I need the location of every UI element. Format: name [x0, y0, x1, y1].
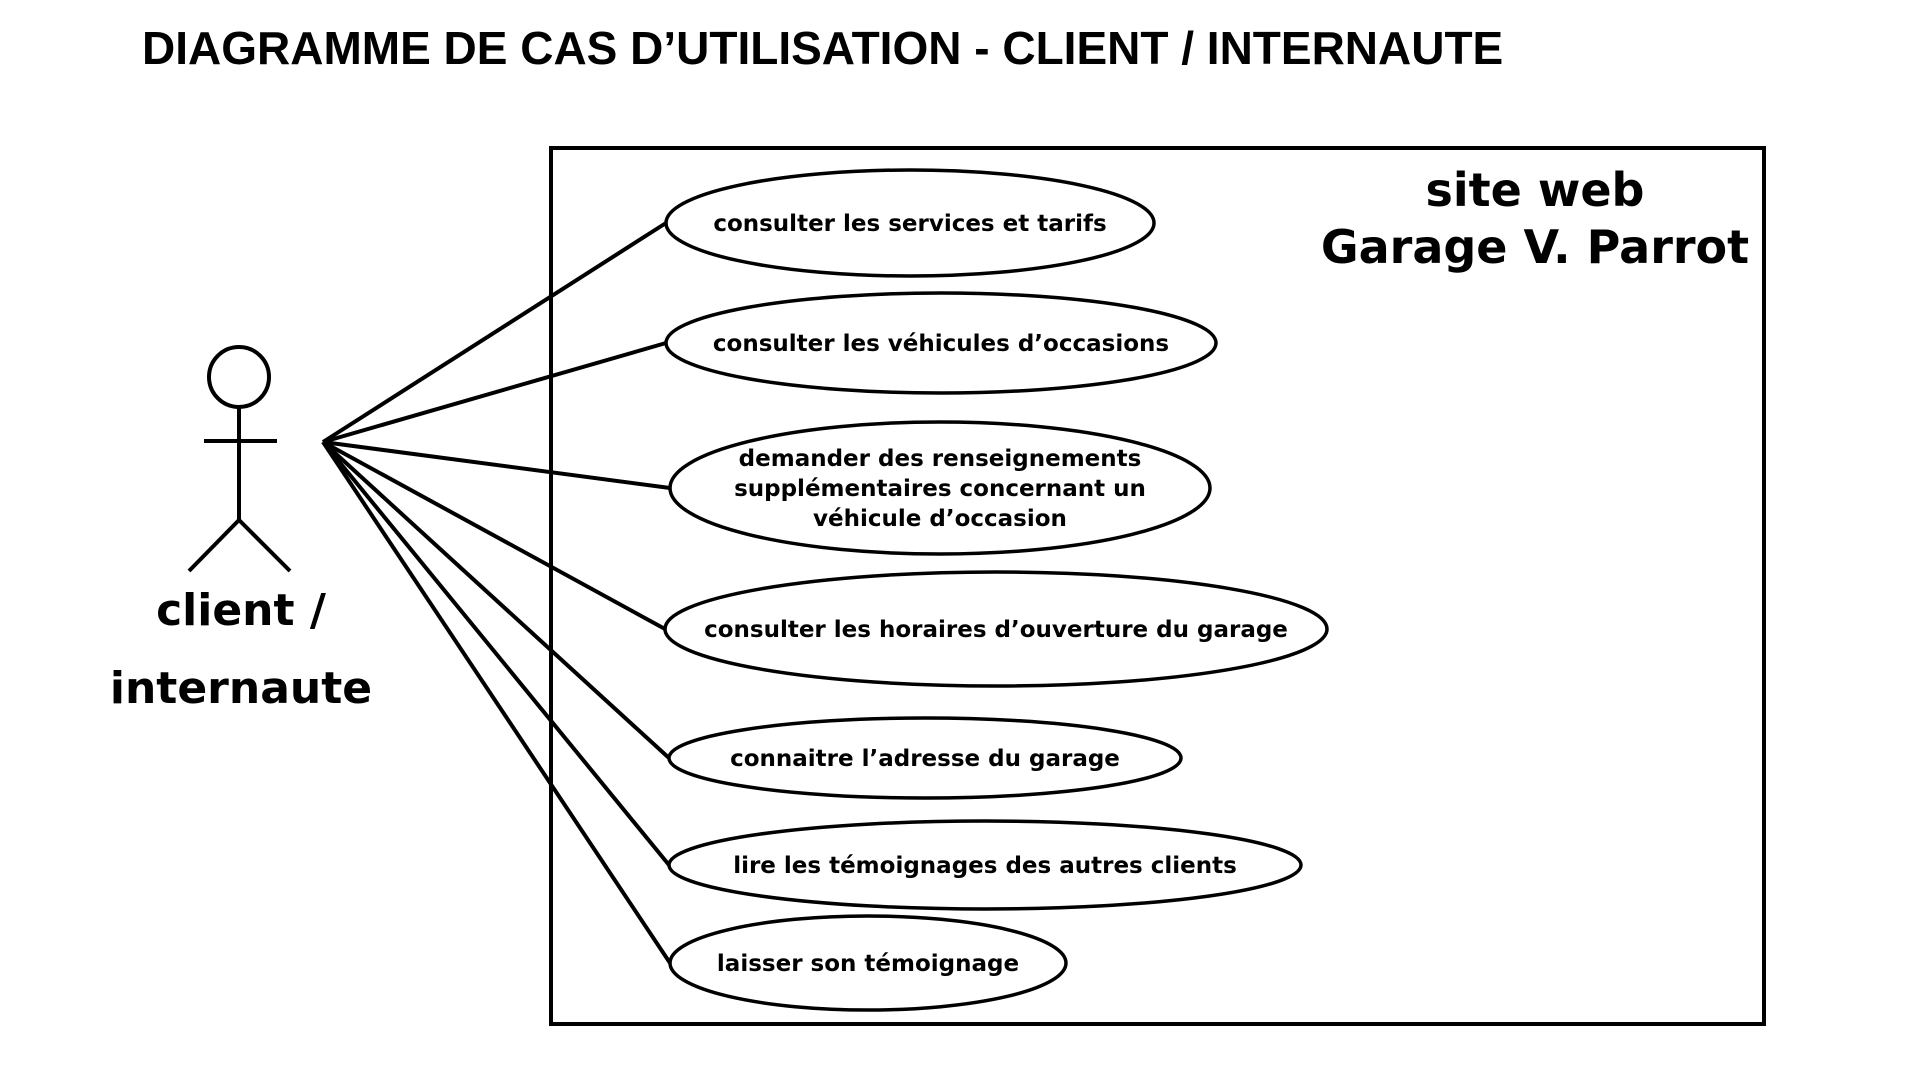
system-name-line1: site web: [1426, 163, 1645, 217]
association-lines: [321, 221, 672, 965]
use-case-label: demander des renseignements: [739, 446, 1142, 472]
use-case: lire les témoignages des autres clients: [667, 819, 1303, 911]
use-case-group: consulter les services et tarifs consulte…: [663, 168, 1329, 1012]
use-case: consulter les véhicules d’occasions: [664, 291, 1218, 395]
use-case-label: connaitre l’adresse du garage: [730, 746, 1120, 772]
system-boundary: [549, 146, 1766, 1026]
use-case-ellipse: [667, 716, 1183, 800]
actor-figure: [187, 345, 292, 573]
association-line: [321, 440, 671, 867]
actor-left-leg: [187, 518, 241, 573]
use-case-ellipse: [664, 291, 1218, 395]
use-case: consulter les horaires d’ouverture du ga…: [663, 570, 1329, 688]
actor-name-line1: client /: [156, 585, 327, 636]
use-case-label: véhicule d’occasion: [813, 506, 1067, 532]
actor-name-line2: internaute: [110, 663, 372, 714]
system-name-line2: Garage V. Parrot: [1321, 220, 1749, 274]
use-case-ellipse: [663, 570, 1329, 688]
use-case: consulter les services et tarifs: [664, 168, 1156, 278]
use-case-label: supplémentaires concernant un: [734, 476, 1146, 502]
association-line: [321, 440, 671, 760]
use-case: laisser son témoignage: [668, 914, 1068, 1012]
use-case-ellipse: [667, 819, 1303, 911]
use-case-ellipse: [668, 914, 1068, 1012]
association-line: [322, 440, 666, 631]
association-line: [322, 440, 671, 490]
association-line: [321, 221, 668, 444]
association-line: [321, 440, 672, 965]
association-line: [322, 341, 667, 444]
use-case-ellipse: [664, 168, 1156, 278]
use-case: connaitre l’adresse du garage: [667, 716, 1183, 800]
use-case-label: consulter les services et tarifs: [713, 211, 1106, 237]
actor-right-leg: [237, 518, 292, 573]
diagram-title: DIAGRAMME DE CAS D’UTILISATION - CLIENT …: [142, 22, 1503, 74]
use-case: demander des renseignements supplémentair…: [668, 420, 1212, 556]
use-case-label: consulter les véhicules d’occasions: [713, 331, 1169, 357]
use-case-ellipse: [668, 420, 1212, 556]
use-case-label: consulter les horaires d’ouverture du ga…: [704, 617, 1288, 643]
use-case-label: laisser son témoignage: [717, 951, 1019, 977]
use-case-label: lire les témoignages des autres clients: [733, 853, 1237, 879]
actor-head: [207, 345, 271, 409]
